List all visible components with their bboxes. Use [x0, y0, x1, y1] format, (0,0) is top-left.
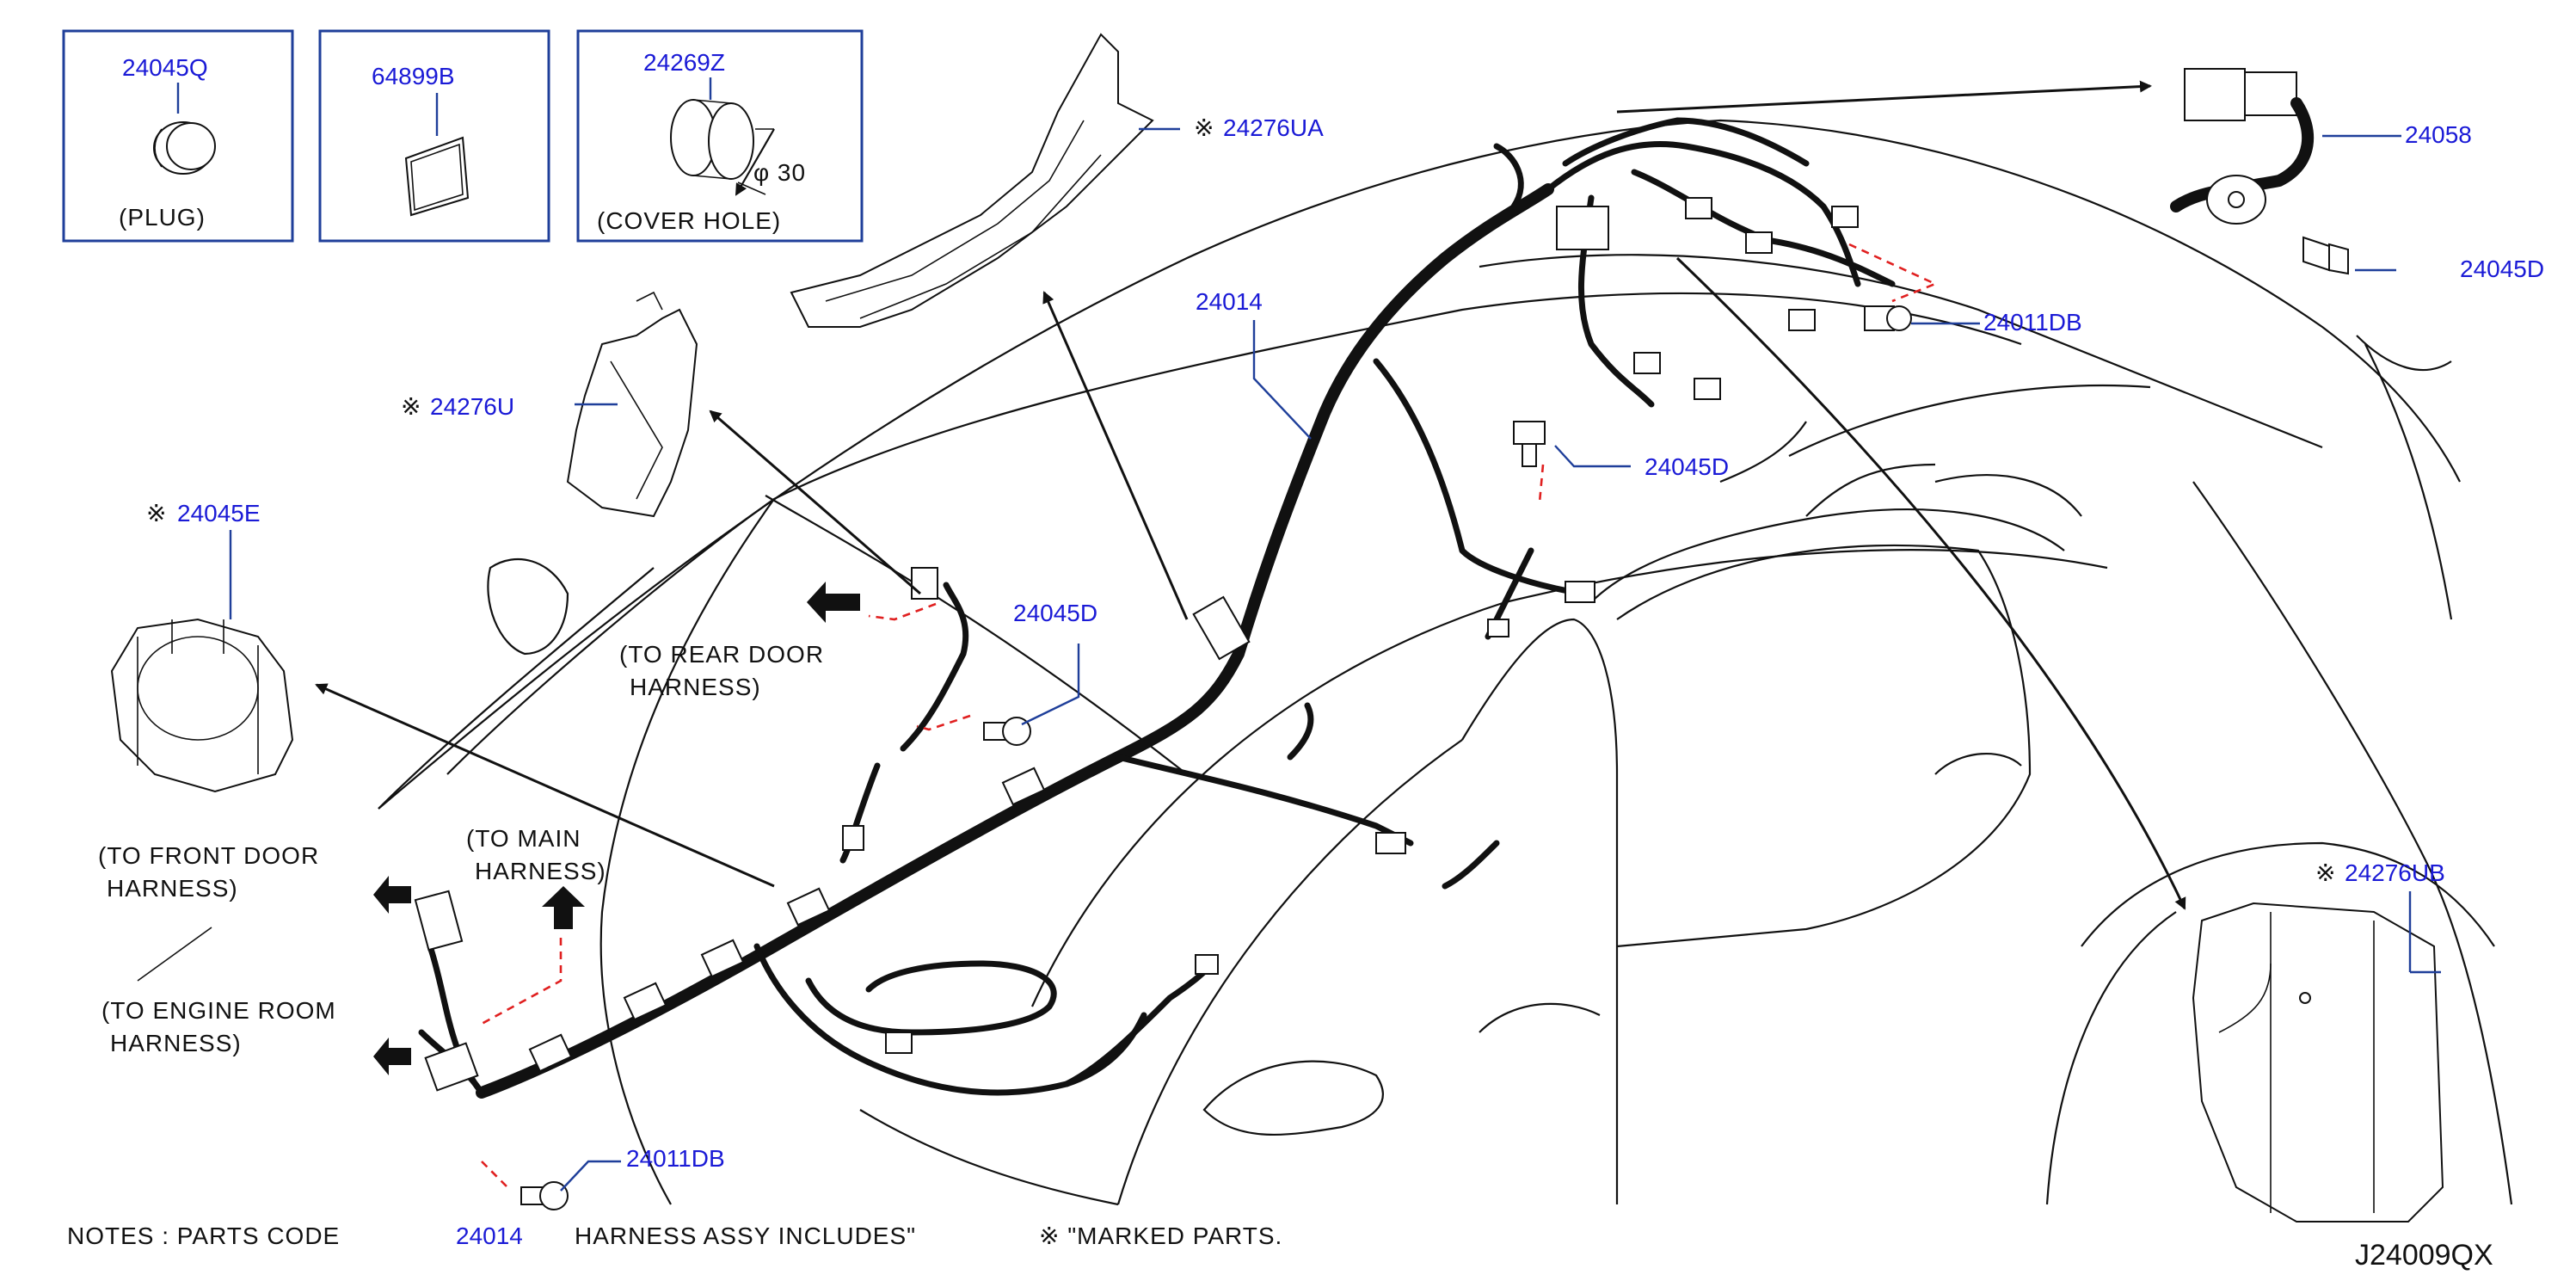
direction-arrow-icon [373, 582, 860, 1075]
label-to-front-door-2: HARNESS) [107, 875, 238, 902]
label-phi30: φ 30 [753, 159, 806, 186]
callout-24011DB-low: 24011DB [626, 1145, 725, 1172]
label-to-engine-room-2: HARNESS) [110, 1030, 242, 1056]
callout-24045E: 24045E [177, 500, 261, 527]
label-to-rear-door-2: HARNESS) [630, 674, 761, 700]
mark-24276U: ※ [401, 393, 421, 420]
bracket-24276U [566, 291, 698, 518]
callout-24276U: 24276U [430, 393, 514, 420]
box-plug: 24045Q (PLUG) [62, 29, 294, 243]
callout-24045Q: 24045Q [122, 54, 208, 81]
label-cover-hole: (COVER HOLE) [597, 207, 781, 234]
wire-harness-24014 [414, 117, 1896, 1099]
clip-dash-lines [481, 243, 1939, 1188]
connector-icon [414, 197, 1859, 1092]
car-body-outline [378, 119, 2513, 1206]
label-to-front-door-1: (TO FRONT DOOR [98, 842, 319, 869]
mark-24276UA: ※ [1194, 114, 1214, 141]
callouts: ※ 24276UA ※ 24276U ※ 24045E 24014 24058 … [146, 114, 2544, 1172]
notes-suffix: HARNESS ASSY INCLUDES" [575, 1222, 916, 1249]
box-cover-hole: 24269Z φ 30 (COVER HOLE) [576, 29, 864, 243]
box-sealing-pad: 64899B [318, 29, 550, 243]
pointer-arrows [315, 80, 2186, 910]
callout-24276UB: 24276UB [2345, 859, 2445, 886]
mark-24045E: ※ [146, 500, 167, 527]
label-plug: (PLUG) [119, 204, 206, 231]
control-unit-24276UB [2192, 902, 2444, 1222]
notes-line: NOTES : PARTS CODE 24014 HARNESS ASSY IN… [67, 1222, 1282, 1249]
cover-hole-icon [670, 99, 775, 196]
callout-24045D-low: 24045D [1013, 600, 1097, 626]
label-to-main-1: (TO MAIN [466, 825, 581, 852]
notes-prefix: NOTES : PARTS CODE [67, 1222, 340, 1249]
callout-24058: 24058 [2405, 121, 2472, 148]
label-to-engine-room-1: (TO ENGINE ROOM [101, 997, 336, 1024]
clip-icon [528, 567, 1251, 1073]
callout-24045D-mid: 24045D [1645, 453, 1729, 480]
destination-labels: (TO REAR DOOR HARNESS) (TO MAIN HARNESS)… [98, 641, 824, 1056]
leaders [229, 127, 2441, 1192]
callout-24269Z: 24269Z [643, 49, 725, 76]
callout-24045D-top: 24045D [2460, 256, 2544, 282]
mark-24276UB: ※ [2315, 859, 2336, 886]
notes-code: 24014 [456, 1222, 523, 1249]
bolt-icon [520, 236, 2349, 1210]
bracket-24276UA [790, 33, 1154, 328]
plug-icon [153, 121, 216, 175]
callout-24276UA: 24276UA [1223, 114, 1324, 141]
notes-marked: ※ "MARKED PARTS. [1039, 1222, 1282, 1249]
label-to-rear-door-1: (TO REAR DOOR [619, 641, 824, 668]
callout-24014: 24014 [1196, 288, 1263, 315]
diagram-id: J24009QX [2355, 1239, 2493, 1272]
callout-64899B: 64899B [372, 63, 455, 89]
sealing-pad-icon [404, 136, 470, 217]
label-to-main-2: HARNESS) [475, 858, 606, 884]
sensor-24058 [2170, 68, 2314, 225]
callout-24011DB-top: 24011DB [1983, 309, 2082, 336]
grommet-24045E [110, 618, 294, 793]
